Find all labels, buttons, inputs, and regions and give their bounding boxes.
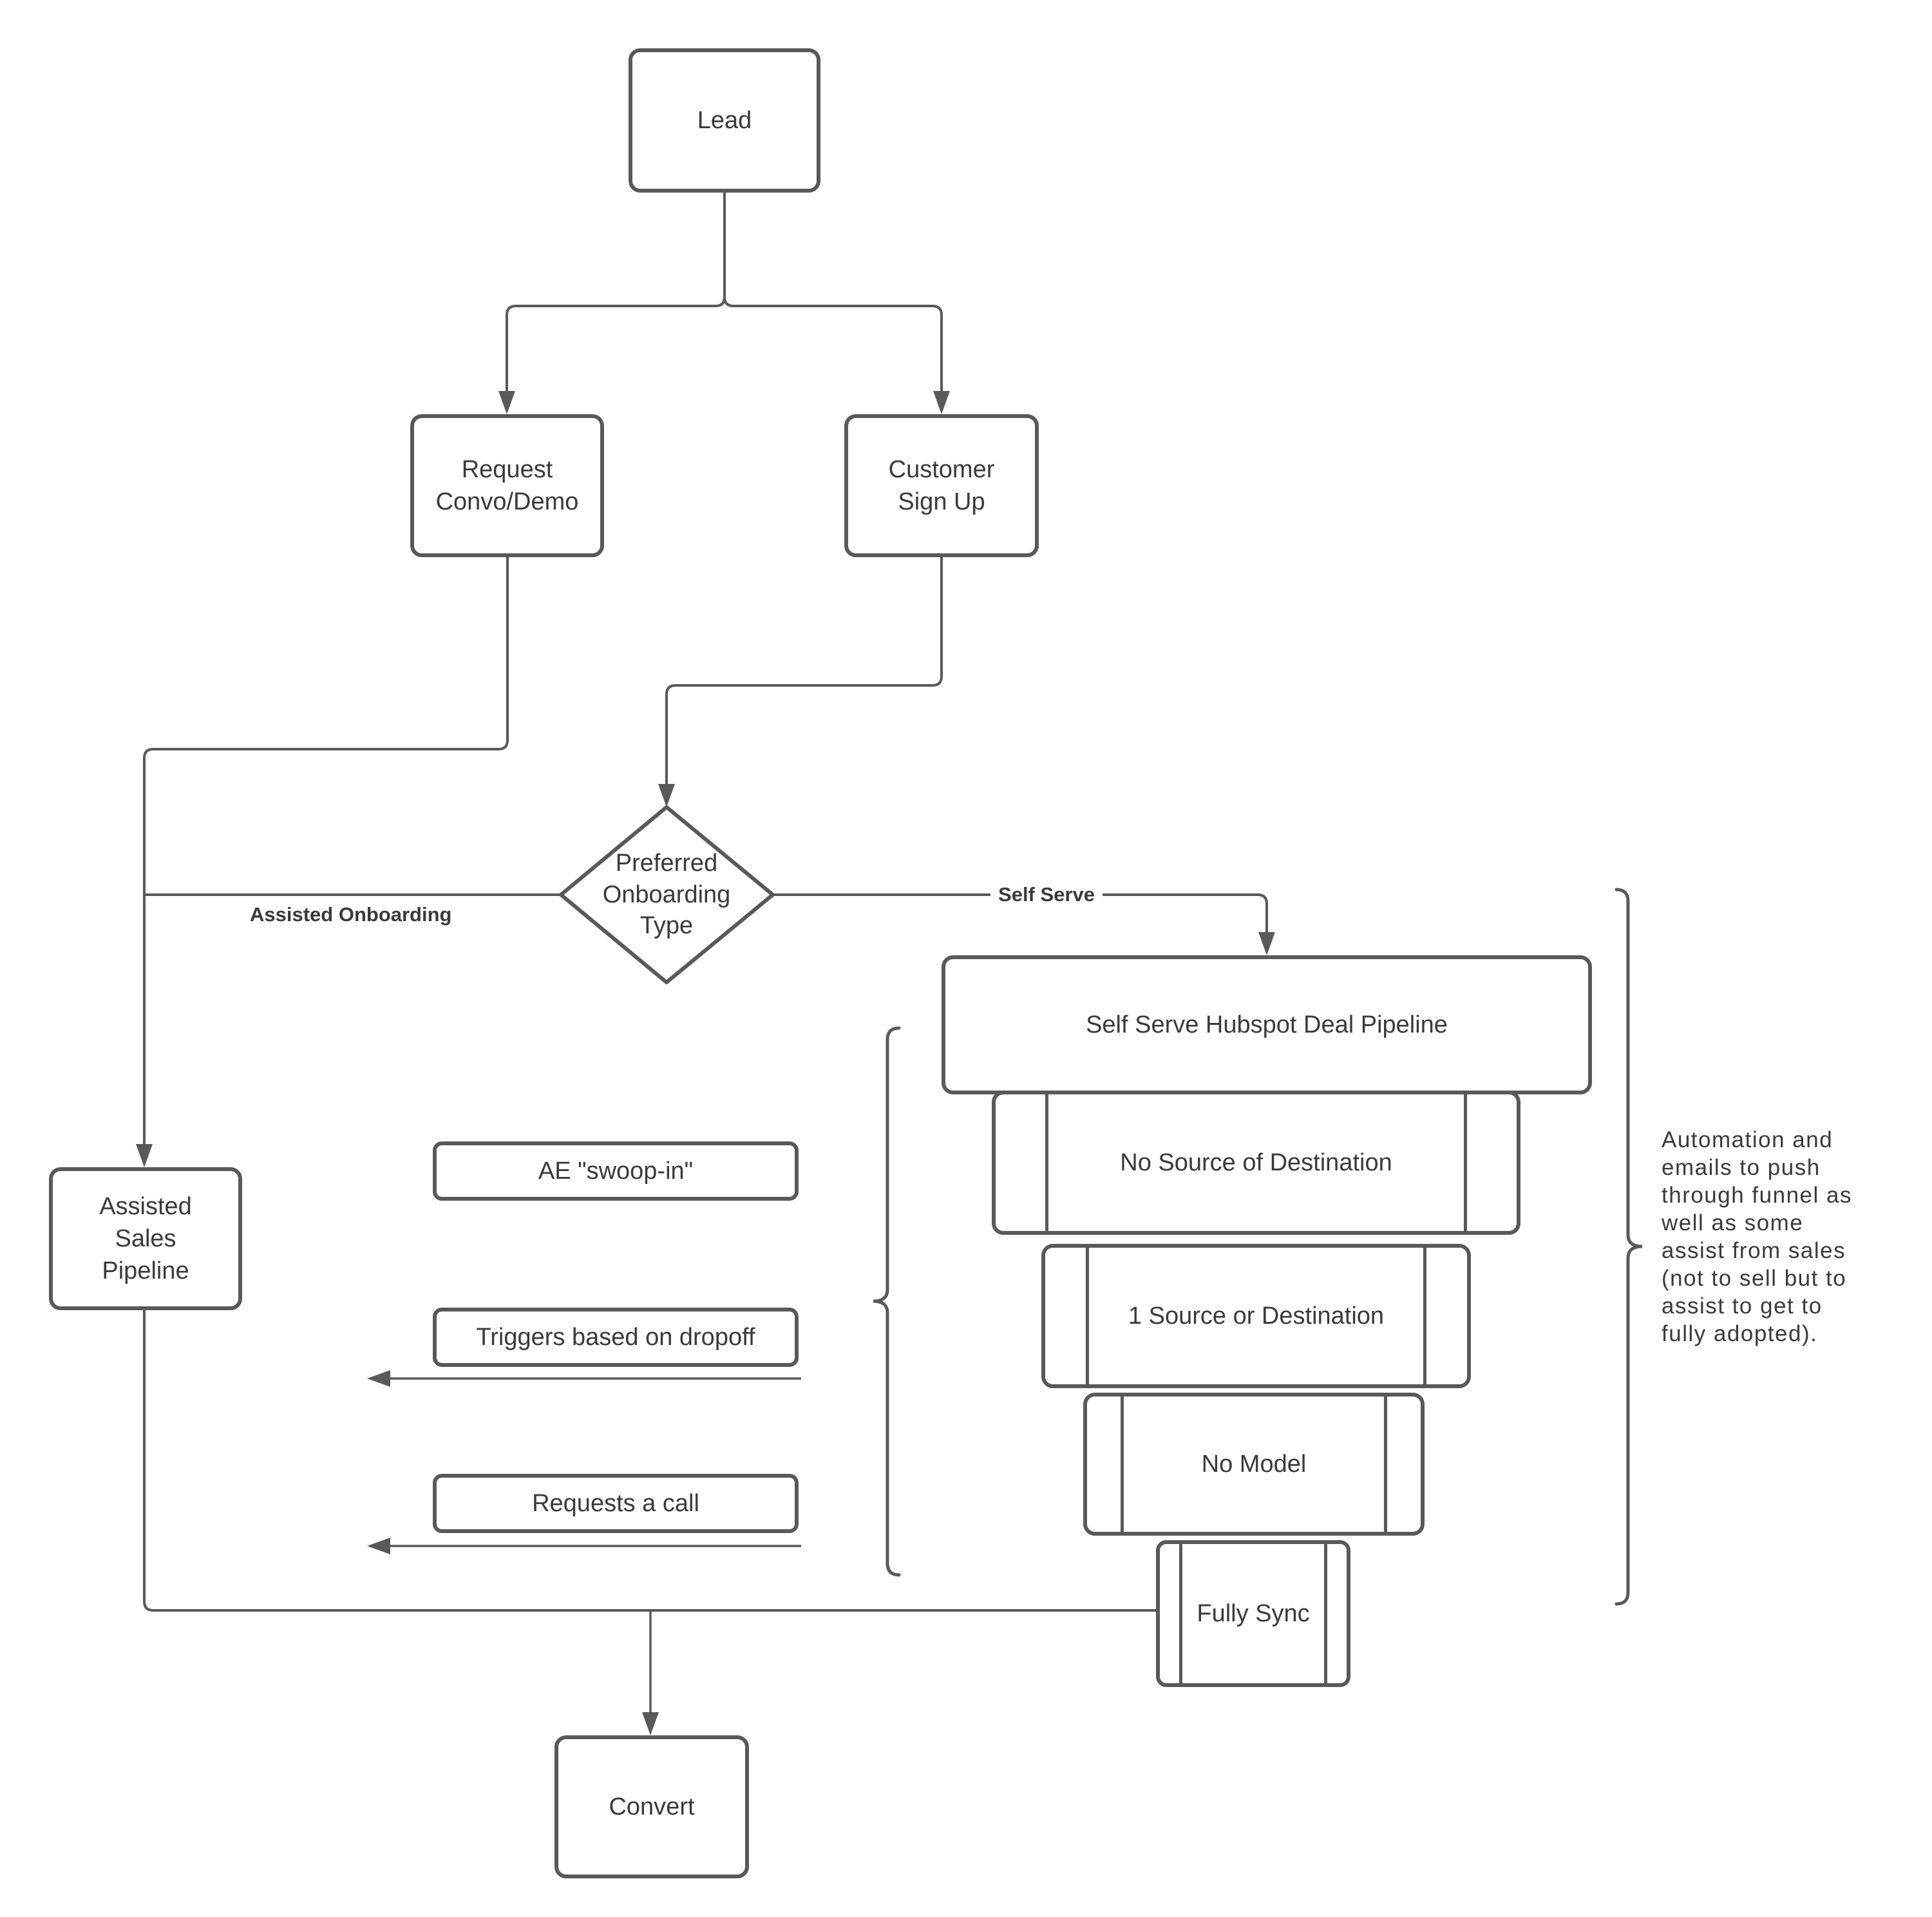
arrowhead-into-assisted-pipeline (136, 1144, 153, 1167)
node-ae-label: AE "swoop-in" (538, 1157, 694, 1185)
stage-left-bar (1086, 1247, 1089, 1385)
node-lead-label: Lead (697, 106, 752, 134)
node-convert-label: Convert (609, 1793, 695, 1820)
funnel-stage-no-model[interactable]: No Model (1083, 1393, 1425, 1536)
node-customer-sign-up[interactable]: Customer Sign Up (844, 414, 1039, 557)
arrowhead-into-pipeline (1258, 932, 1275, 955)
right-curly-brace (1615, 888, 1643, 1606)
node-assisted-sales-pipeline[interactable]: Assisted Sales Pipeline (49, 1167, 242, 1310)
connector-request-to-assisted (143, 557, 509, 895)
stage-left-bar (1121, 1396, 1124, 1532)
connector-assisted-to-merge (143, 1310, 1156, 1612)
node-decision-label: Preferred Onboarding Type (602, 850, 731, 940)
connector-diamond-selfserve-branch (773, 893, 1268, 933)
funnel-stage-one-source[interactable]: 1 Source or Destination (1041, 1244, 1471, 1388)
stage-label: No Source of Destination (1120, 1149, 1392, 1176)
node-ae-swoop-in[interactable]: AE "swoop-in" (433, 1141, 799, 1201)
arrowhead-requests-feedback (367, 1538, 390, 1554)
arrowhead-into-convert (642, 1712, 659, 1735)
node-triggers-based-on-dropoff[interactable]: Triggers based on dropoff (433, 1308, 799, 1367)
stage-label: Fully Sync (1197, 1599, 1310, 1627)
node-self-serve-pipeline[interactable]: Self Serve Hubspot Deal Pipeline (942, 955, 1592, 1094)
node-customer-label: Customer Sign Up (888, 455, 995, 515)
connector-lead-to-request (506, 193, 726, 391)
edge-label-assisted-onboarding: Assisted Onboarding (250, 903, 452, 926)
funnel-stage-no-source[interactable]: No Source of Destination (992, 1091, 1520, 1235)
diamond-shape[interactable] (559, 805, 775, 984)
stage-left-bar (1045, 1094, 1048, 1232)
pipeline-label: Self Serve Hubspot Deal Pipeline (1086, 1011, 1448, 1038)
stage-right-bar (1324, 1543, 1327, 1684)
node-assisted-label: Assisted Sales Pipeline (99, 1192, 192, 1285)
arrowhead-into-diamond (658, 784, 675, 807)
arrowhead-triggers-feedback (367, 1370, 390, 1387)
arrowhead-into-request (498, 391, 515, 414)
stage-right-bar (1464, 1094, 1467, 1232)
node-triggers-label: Triggers based on dropoff (476, 1323, 755, 1351)
connector-lead-to-customer (723, 296, 943, 391)
connector-customer-to-diamond (665, 557, 943, 785)
stage-left-bar (1179, 1543, 1182, 1684)
edge-label-self-serve: Self Serve (990, 882, 1103, 908)
stage-right-bar (1423, 1247, 1426, 1385)
stage-right-bar (1384, 1396, 1387, 1532)
left-curly-brace (873, 1026, 901, 1577)
node-requests-label: Requests a call (532, 1489, 699, 1517)
funnel-annotation-text: Automation and emails to push through fu… (1662, 1127, 1852, 1346)
funnel-stage-fully-sync[interactable]: Fully Sync (1156, 1540, 1350, 1687)
node-lead[interactable]: Lead (629, 48, 820, 193)
connector-diamond-assisted-branch (143, 893, 561, 1145)
node-request-label: Request Convo/Demo (435, 455, 579, 515)
node-requests-a-call[interactable]: Requests a call (433, 1474, 799, 1533)
arrowhead-into-customer (933, 391, 950, 414)
node-request-convo-demo[interactable]: Request Convo/Demo (410, 414, 604, 557)
node-convert[interactable]: Convert (554, 1735, 749, 1878)
stage-label: 1 Source or Destination (1128, 1302, 1385, 1330)
stage-label: No Model (1201, 1450, 1307, 1478)
